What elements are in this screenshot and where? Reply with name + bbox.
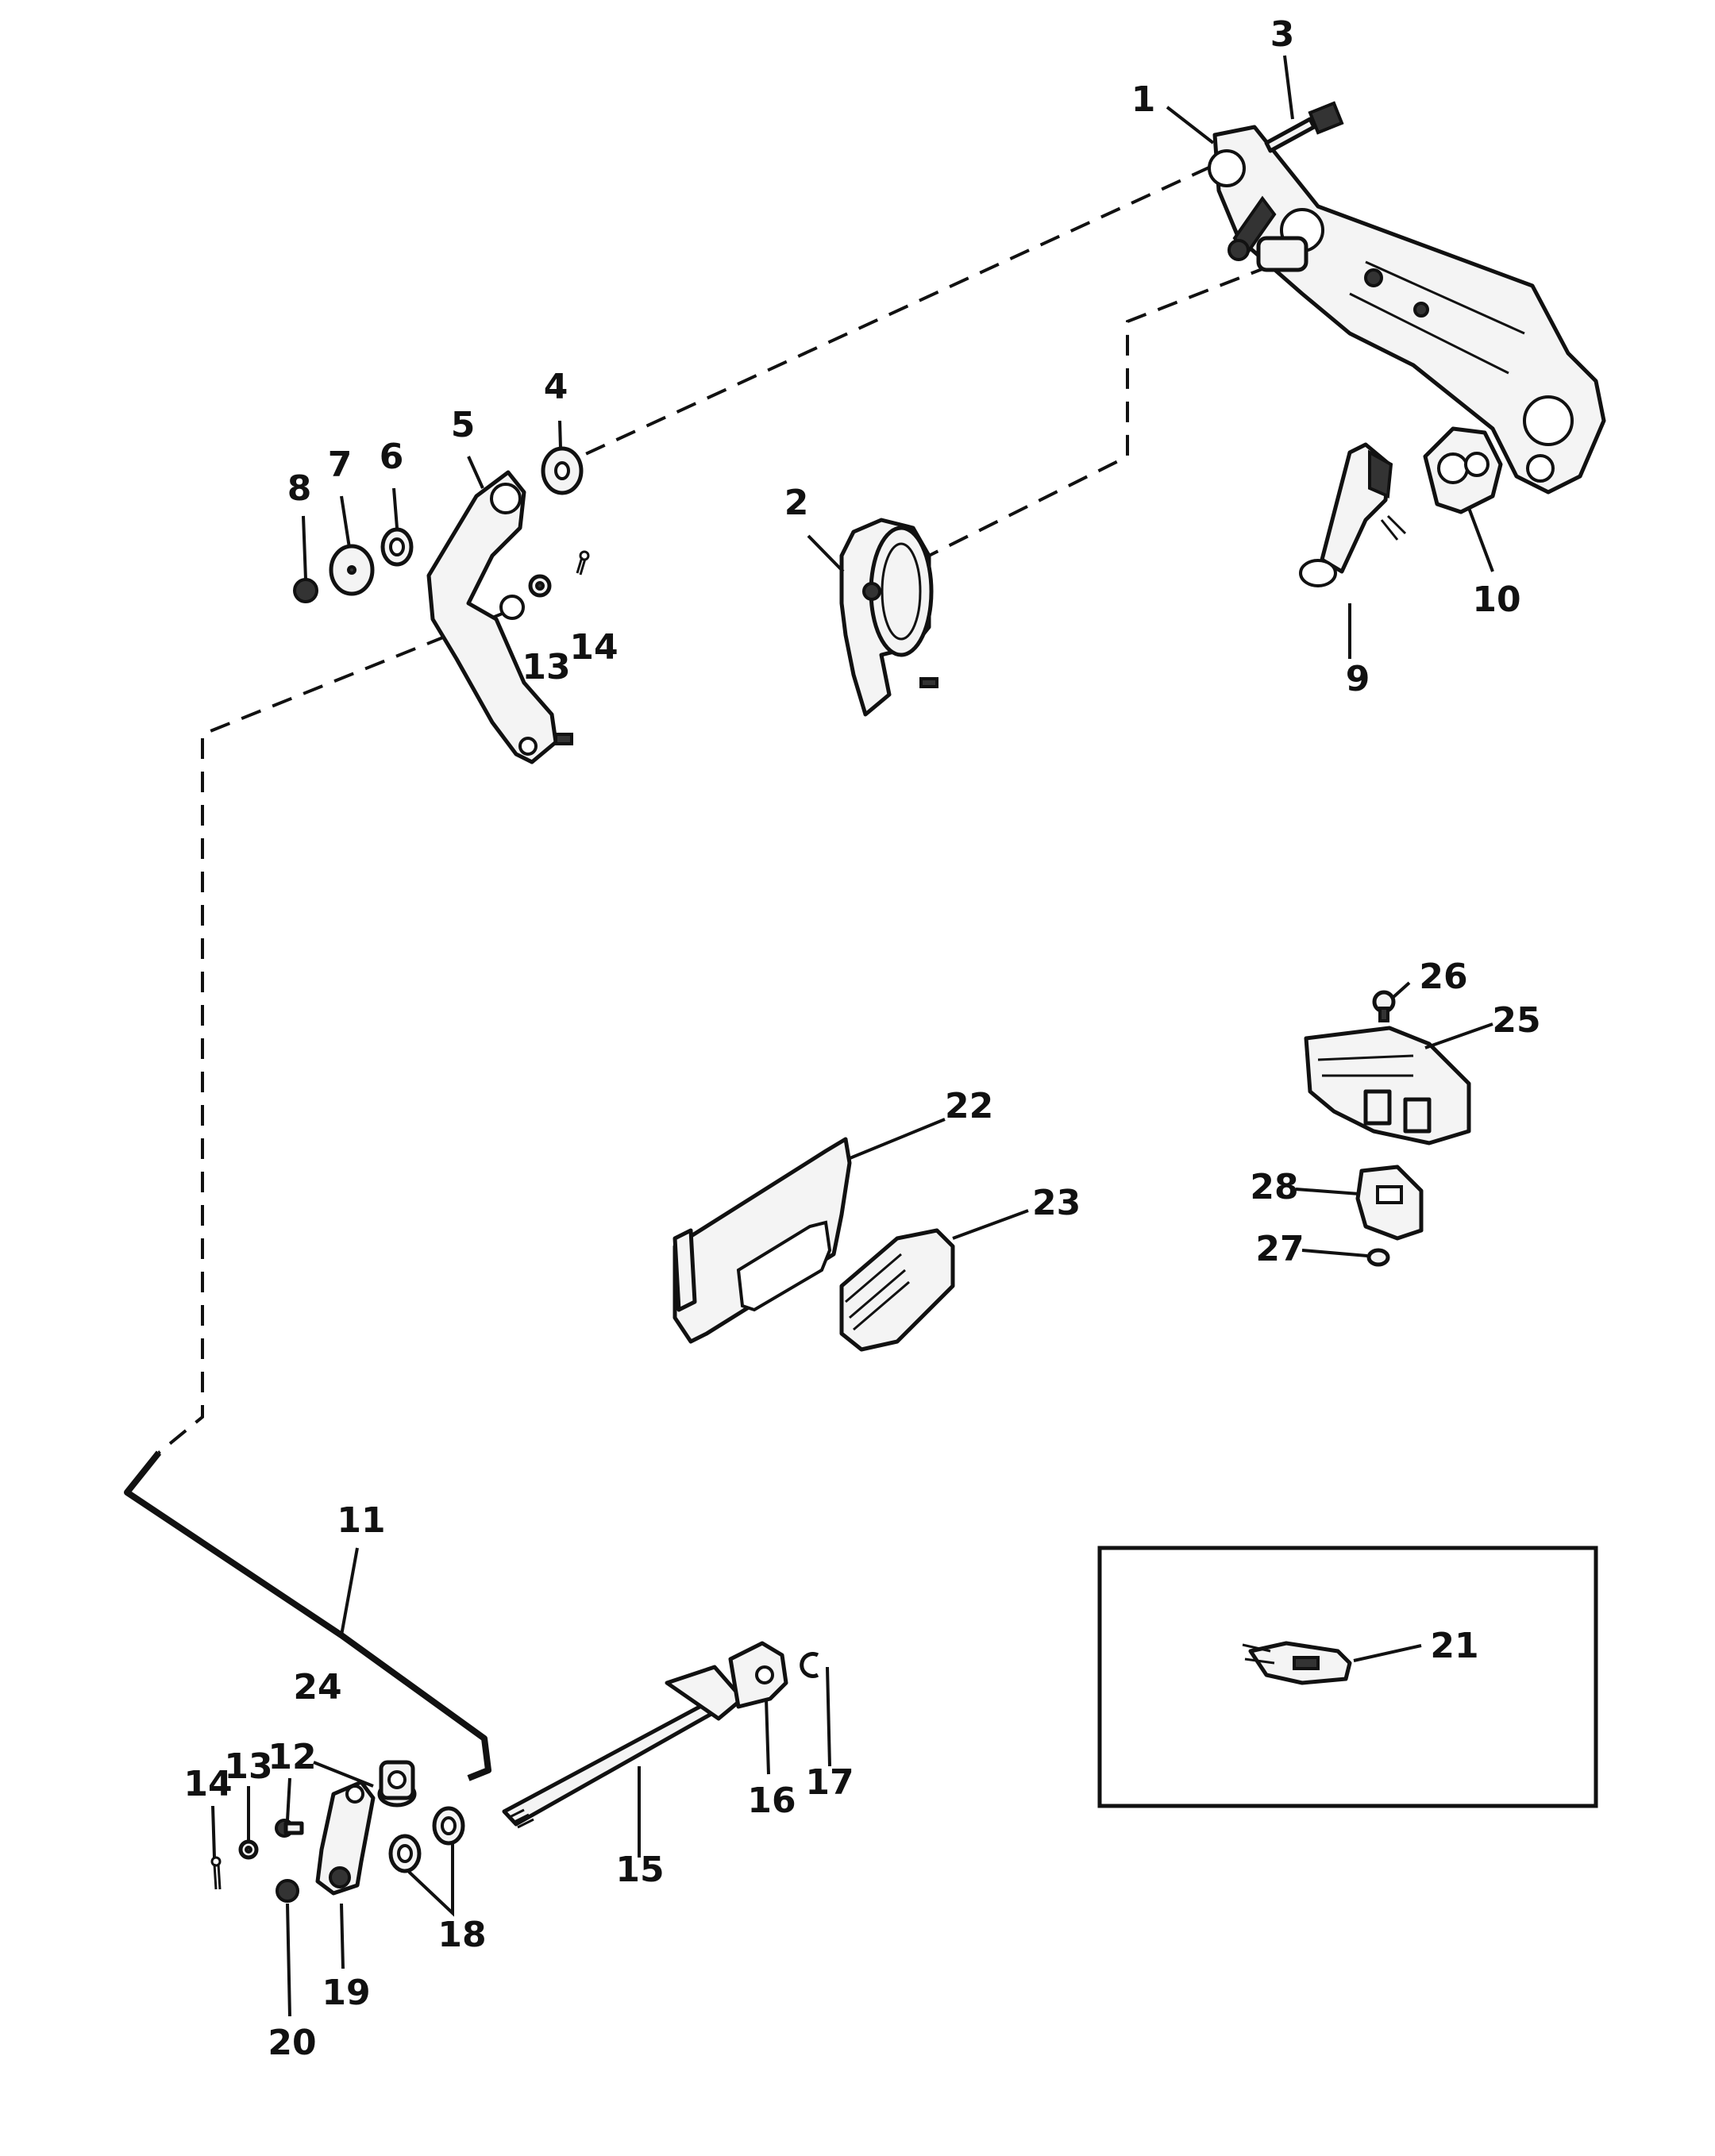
- callout-24: 24: [293, 1667, 341, 1707]
- part-3-screw: [1264, 101, 1344, 153]
- part-18-bushing-b: [432, 1806, 465, 1846]
- callout-27: 27: [1255, 1229, 1304, 1269]
- part-25-cover: [1304, 1026, 1471, 1145]
- part-24-connector: [377, 1760, 417, 1808]
- part-13-upper-washer: [528, 574, 552, 598]
- part-13-lower-washer: [238, 1839, 259, 1860]
- part-19-lever: [315, 1780, 376, 1896]
- part-5-lever: [426, 470, 573, 764]
- callout-17: 17: [805, 1762, 854, 1803]
- part-14-lower-cotter-pin: [210, 1856, 222, 1890]
- part-14-upper-cotter-pin: [576, 550, 590, 576]
- callout-14-lower: 14: [183, 1764, 232, 1804]
- dash-line-lever-to-rod: [157, 610, 509, 1454]
- callout-23: 23: [1032, 1183, 1081, 1223]
- callout-8: 8: [287, 468, 312, 509]
- callout-13-upper: 13: [522, 647, 570, 687]
- callout-9: 9: [1346, 659, 1370, 699]
- dash-line-cam-to-arm: [928, 264, 1271, 557]
- part-18-bushing-a: [388, 1834, 422, 1873]
- callout-10: 10: [1472, 579, 1520, 620]
- part-4-washer: [541, 446, 584, 495]
- callout-16: 16: [747, 1781, 796, 1821]
- callout-25: 25: [1492, 1000, 1540, 1041]
- part-7-washer: [329, 544, 375, 596]
- callout-20: 20: [268, 2023, 316, 2063]
- callout-7: 7: [328, 445, 353, 485]
- callout-28: 28: [1250, 1167, 1298, 1207]
- callout-18: 18: [437, 1915, 486, 1955]
- callout-19: 19: [322, 1973, 370, 2013]
- callout-5: 5: [451, 405, 476, 445]
- part-10-sleeve: [1423, 426, 1503, 514]
- part-28-bracket: [1355, 1165, 1424, 1241]
- callout-3: 3: [1270, 14, 1295, 55]
- callout-6: 6: [380, 437, 404, 477]
- assembly-dashed-lines: [157, 165, 1271, 1454]
- leader-lines: [211, 55, 1494, 2017]
- part-15-shaft: [502, 1665, 745, 1829]
- part-8-nut: [293, 578, 318, 603]
- part-9-link-arm: [1299, 442, 1407, 587]
- callout-labels: 1 2 3 4 5 6 7 8 13 14 9 10 11 12 13 14 2…: [183, 14, 1540, 2063]
- callout-21: 21: [1430, 1626, 1478, 1666]
- part-2-cam-pulley: [839, 518, 938, 717]
- callout-26: 26: [1419, 957, 1467, 997]
- part-6-bushing: [380, 527, 414, 567]
- part-16-bracket: [728, 1641, 788, 1709]
- callout-15: 15: [615, 1850, 664, 1890]
- callout-13-lower: 13: [224, 1746, 272, 1787]
- part-26-screw: [1372, 990, 1396, 1022]
- part-22-gasket: [673, 1137, 852, 1344]
- part-12-pin: [275, 1819, 304, 1838]
- inset-box: [1097, 1546, 1598, 1808]
- dash-line-arm-to-lever: [571, 165, 1212, 462]
- part-21-terminal: [1242, 1641, 1352, 1685]
- callout-4: 4: [544, 367, 568, 407]
- part-11-rod: [124, 1450, 491, 1781]
- part-27-nut: [1366, 1248, 1390, 1267]
- callout-14-upper: 14: [569, 627, 618, 668]
- callout-22: 22: [945, 1086, 993, 1126]
- callout-11: 11: [337, 1500, 385, 1541]
- callout-2: 2: [784, 483, 809, 523]
- part-20-nut: [276, 1879, 299, 1903]
- part-23-grommet: [839, 1228, 955, 1352]
- callout-12: 12: [268, 1737, 316, 1777]
- callout-1: 1: [1131, 79, 1156, 120]
- part-1-throttle-arm: [1208, 125, 1606, 495]
- part-17-clip: [800, 1652, 819, 1678]
